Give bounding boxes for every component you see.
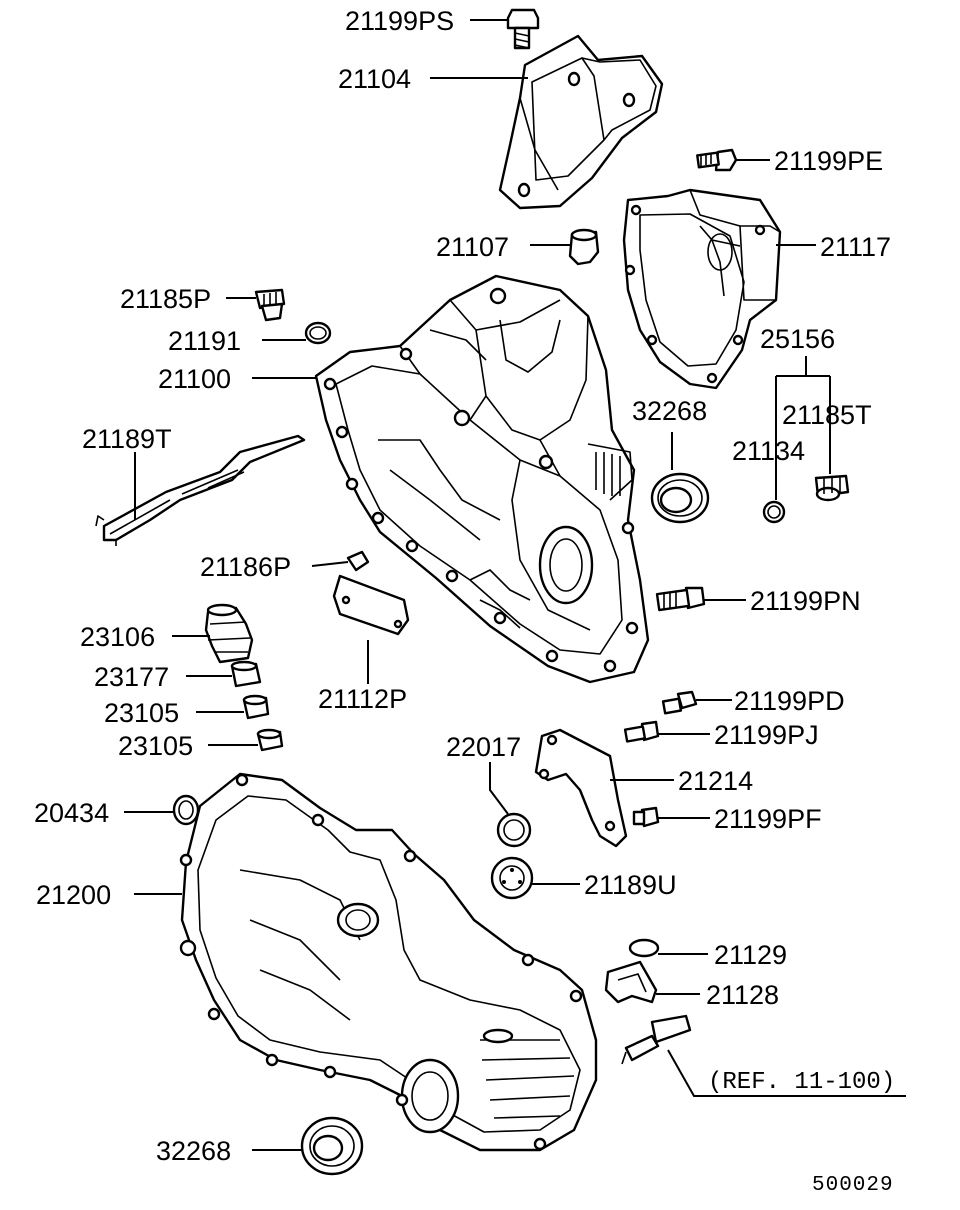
plug-21107-drawing bbox=[568, 228, 600, 266]
bracket-21214-drawing bbox=[534, 728, 628, 848]
bolt-21199pe-drawing bbox=[696, 148, 738, 172]
bolt-21199pf-drawing bbox=[632, 806, 660, 828]
diagram-code: 500029 bbox=[812, 1174, 894, 1197]
case-21100-drawing bbox=[314, 274, 650, 684]
plug-21185p-drawing bbox=[254, 288, 286, 322]
label-21112p: 21112P bbox=[318, 684, 407, 714]
bolt-21199pn-drawing bbox=[655, 586, 706, 612]
case-21200-drawing bbox=[179, 772, 598, 1152]
label-23106: 23106 bbox=[80, 622, 155, 652]
seal-32268-lower-drawing bbox=[300, 1116, 364, 1176]
label-21199pf: 21199PF bbox=[714, 804, 822, 834]
label-21185t: 21185T bbox=[782, 400, 872, 430]
label-21129: 21129 bbox=[714, 940, 787, 970]
label-21200: 21200 bbox=[36, 880, 111, 910]
label-21214: 21214 bbox=[678, 766, 753, 796]
washer-21191-drawing bbox=[304, 321, 332, 345]
label-21104: 21104 bbox=[338, 64, 411, 94]
label-21189u: 21189U bbox=[584, 870, 677, 900]
bracket-21104-drawing bbox=[498, 34, 664, 210]
plate-21112p-drawing bbox=[332, 574, 410, 636]
bolt-21199pd-drawing bbox=[661, 690, 698, 715]
cover-21117-drawing bbox=[622, 188, 782, 390]
seal-20434-drawing bbox=[172, 794, 200, 826]
label-23105-b: 23105 bbox=[118, 731, 193, 761]
pin-21186p-drawing bbox=[346, 550, 370, 572]
plug-21189u-drawing bbox=[490, 856, 534, 900]
label-21191: 21191 bbox=[168, 326, 241, 356]
label-21186p: 21186P bbox=[200, 552, 291, 582]
sensor-ref-drawing bbox=[621, 1014, 692, 1065]
label-20434: 20434 bbox=[34, 798, 109, 828]
label-21189t: 21189T bbox=[82, 424, 172, 454]
label-21100: 21100 bbox=[158, 364, 231, 394]
label-22017: 22017 bbox=[446, 732, 521, 762]
label-21199ps: 21199PS bbox=[345, 6, 454, 36]
label-21128: 21128 bbox=[706, 980, 779, 1010]
label-21199pn: 21199PN bbox=[750, 586, 861, 616]
cap-21129-drawing bbox=[628, 938, 660, 958]
boot-23106-drawing bbox=[204, 603, 254, 664]
bushing-23105-b-drawing bbox=[256, 728, 284, 752]
bolt-21199pj-drawing bbox=[623, 720, 660, 743]
bushing-23105-a-drawing bbox=[242, 694, 270, 720]
label-23177: 23177 bbox=[94, 662, 169, 692]
label-25156: 25156 bbox=[760, 324, 835, 354]
label-32268-lower: 32268 bbox=[156, 1136, 231, 1166]
label-21185p: 21185P bbox=[120, 284, 211, 314]
bushing-23177-drawing bbox=[230, 660, 262, 688]
reference-note: (REF. 11-100) bbox=[708, 1069, 895, 1096]
clip-21128-drawing bbox=[604, 960, 658, 1004]
seal-22017-drawing bbox=[496, 812, 532, 848]
bolt-21199ps-drawing bbox=[506, 8, 540, 50]
label-21107: 21107 bbox=[436, 232, 509, 262]
label-21199pe: 21199PE bbox=[774, 146, 883, 176]
label-23105-a: 23105 bbox=[104, 698, 179, 728]
plug-21185t-drawing bbox=[814, 474, 850, 502]
label-21199pd: 21199PD bbox=[734, 686, 845, 716]
leader-lines bbox=[124, 19, 906, 1151]
label-32268-upper: 32268 bbox=[632, 396, 707, 426]
seal-32268-upper-drawing bbox=[650, 472, 710, 524]
oring-21134-drawing bbox=[762, 500, 786, 524]
label-21117: 21117 bbox=[820, 232, 891, 262]
label-21199pj: 21199PJ bbox=[714, 720, 819, 750]
plate-21189t-drawing bbox=[95, 434, 306, 546]
label-21134: 21134 bbox=[732, 436, 805, 466]
